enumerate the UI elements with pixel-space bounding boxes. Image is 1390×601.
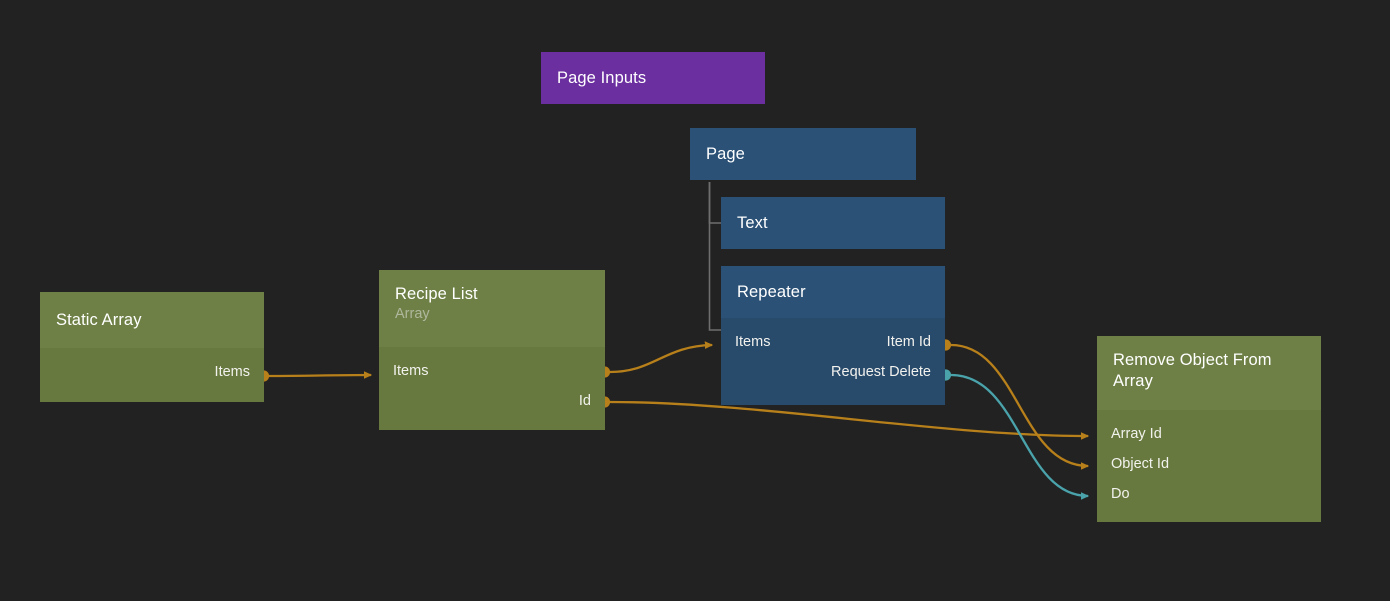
edge-static-array-items-to-recipe-list-items	[257, 370, 373, 382]
remove-object-from-array-node[interactable]: Remove Object From Array Array Id Object…	[1097, 336, 1321, 522]
recipe-list-node-header[interactable]: Recipe List Array	[379, 270, 605, 347]
page-inputs-node-title: Page Inputs	[557, 68, 647, 87]
remove-object-input-port-object-id[interactable]: Object Id	[1111, 455, 1170, 472]
remove-object-from-array-node-title: Remove Object From Array	[1113, 351, 1272, 390]
page-inputs-node[interactable]: Page Inputs	[541, 52, 765, 104]
remove-object-row-array-id: Array Id	[1097, 419, 1321, 449]
static-array-node-header[interactable]: Static Array	[40, 292, 264, 348]
recipe-list-node-body: Items Id	[379, 347, 605, 430]
recipe-list-node[interactable]: Recipe List Array Items Id	[379, 270, 605, 430]
text-node[interactable]: Text	[721, 197, 945, 249]
static-array-row-items: Items	[40, 357, 264, 387]
repeater-output-port-request-delete[interactable]: Request Delete	[831, 363, 931, 380]
remove-object-input-port-do[interactable]: Do	[1111, 485, 1130, 502]
tree-link-page-to-text	[708, 182, 721, 224]
page-node-header[interactable]: Page	[690, 128, 916, 180]
remove-object-row-object-id: Object Id	[1097, 449, 1321, 479]
repeater-output-port-item-id[interactable]: Item Id	[886, 333, 931, 350]
repeater-node-body: Items Item Id Request Delete	[721, 318, 945, 405]
recipe-list-output-port-id[interactable]: Id	[578, 392, 591, 409]
static-array-node[interactable]: Static Array Items	[40, 292, 264, 402]
repeater-node-header[interactable]: Repeater	[721, 266, 945, 318]
repeater-row-items-itemid: Items Item Id	[721, 327, 945, 357]
recipe-list-node-subtitle: Array	[395, 306, 430, 322]
page-node-title: Page	[706, 144, 745, 163]
edge-recipe-list-items-to-repeater-items	[598, 341, 714, 378]
page-inputs-node-header[interactable]: Page Inputs	[541, 52, 765, 104]
static-array-output-port-items[interactable]: Items	[214, 363, 250, 380]
remove-object-from-array-node-body: Array Id Object Id Do	[1097, 410, 1321, 522]
page-node[interactable]: Page	[690, 128, 916, 180]
text-node-title: Text	[737, 213, 768, 232]
repeater-node[interactable]: Repeater Items Item Id Request Delete	[721, 266, 945, 405]
edge-repeater-item-id-to-object-id	[939, 339, 1090, 470]
repeater-node-title: Repeater	[737, 282, 806, 301]
static-array-node-body: Items	[40, 348, 264, 402]
remove-object-input-port-array-id[interactable]: Array Id	[1111, 425, 1162, 442]
remove-object-row-do: Do	[1097, 479, 1321, 509]
repeater-row-request-delete: Request Delete	[721, 357, 945, 387]
tree-link-page-to-repeater	[708, 182, 721, 331]
text-node-header[interactable]: Text	[721, 197, 945, 249]
recipe-list-node-title: Recipe List	[395, 285, 478, 303]
recipe-list-row-id: Id	[379, 386, 605, 416]
repeater-input-port-items[interactable]: Items	[735, 333, 771, 350]
edge-repeater-request-delete-to-do	[939, 369, 1090, 500]
recipe-list-input-port-items[interactable]: Items	[393, 362, 429, 379]
remove-object-from-array-node-header[interactable]: Remove Object From Array	[1097, 336, 1321, 410]
static-array-node-title: Static Array	[56, 310, 142, 329]
recipe-list-row-items: Items	[379, 356, 605, 386]
